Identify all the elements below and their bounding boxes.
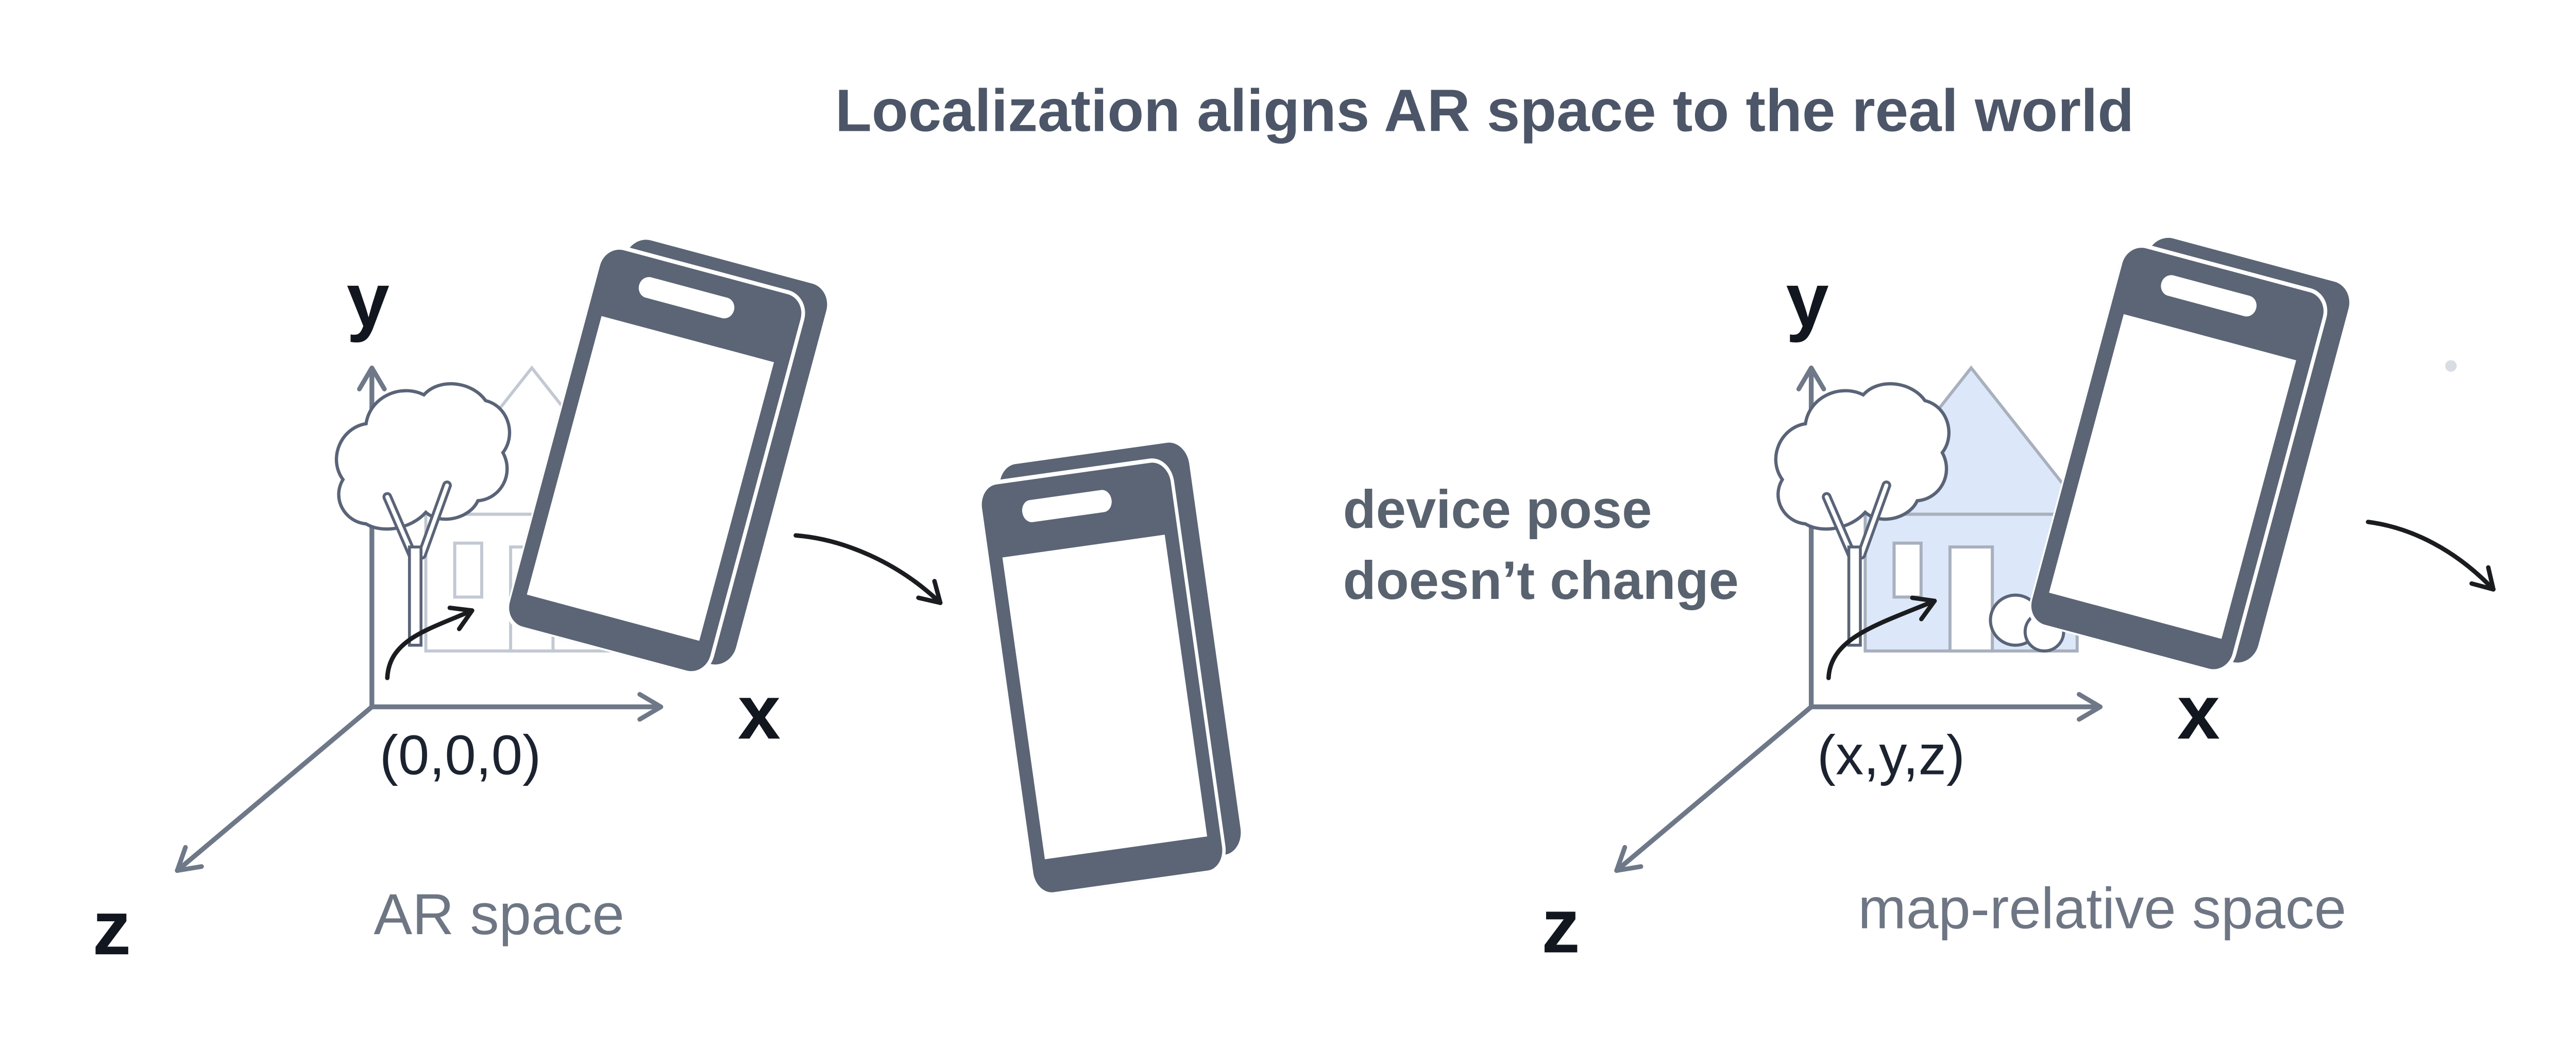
pose-arrow-icon — [1826, 598, 1937, 680]
phone-speaker — [638, 277, 735, 319]
map-phone-main-icon — [2027, 237, 2350, 674]
house-door — [1948, 545, 1994, 653]
ar-phone-target-icon — [978, 442, 1241, 897]
z-axis — [1614, 704, 1814, 873]
z-axis-arrowhead-icon — [175, 845, 204, 873]
pose-arrow-head-icon — [447, 605, 474, 631]
phone-speaker — [2161, 275, 2257, 317]
dot-decoration — [2445, 360, 2457, 372]
annotation-line-1: device pose — [1343, 479, 1652, 540]
center-annotation: device pose doesn’t change — [1343, 474, 1739, 616]
y-axis-arrowhead-icon — [357, 365, 387, 391]
transition-arrow-icon — [793, 533, 943, 605]
phone-screen — [527, 316, 774, 641]
house-window — [453, 541, 483, 599]
phone-screen — [2049, 314, 2296, 639]
phone-screen — [1002, 535, 1208, 859]
ar-z-axis-label: z — [92, 887, 131, 972]
map-origin-label: (x,y,z) — [1817, 726, 1965, 788]
z-axis — [175, 704, 375, 873]
x-axis-arrowhead-icon — [2076, 692, 2103, 722]
phone-speaker — [1022, 490, 1112, 523]
x-axis-arrowhead-icon — [637, 692, 664, 722]
pose-arrow-icon — [385, 608, 474, 680]
annotation-line-2: doesn’t change — [1343, 551, 1739, 611]
transition-arrow-head-icon — [916, 579, 943, 605]
pose-arrow-head-icon — [1910, 595, 1937, 622]
y-axis-arrowhead-icon — [1796, 365, 1826, 391]
ar-space-caption: AR space — [374, 884, 624, 948]
ar-origin-label: (0,0,0) — [379, 726, 541, 788]
map-x-axis-label: x — [2177, 671, 2220, 756]
ar-y-axis-label: y — [346, 259, 389, 344]
transition-arrow-head-icon — [2469, 565, 2496, 592]
transition-arrow-icon — [2366, 520, 2496, 592]
map-y-axis-label: y — [1786, 259, 1829, 344]
map-z-axis-label: z — [1541, 885, 1580, 970]
z-axis-arrowhead-icon — [1614, 845, 1643, 873]
house-window — [1892, 541, 1923, 599]
ar-x-axis-label: x — [737, 671, 781, 756]
page-title: Localization aligns AR space to the real… — [835, 77, 2134, 145]
map-relative-caption: map-relative space — [1858, 878, 2347, 942]
ar-phone-main-icon — [505, 239, 827, 676]
